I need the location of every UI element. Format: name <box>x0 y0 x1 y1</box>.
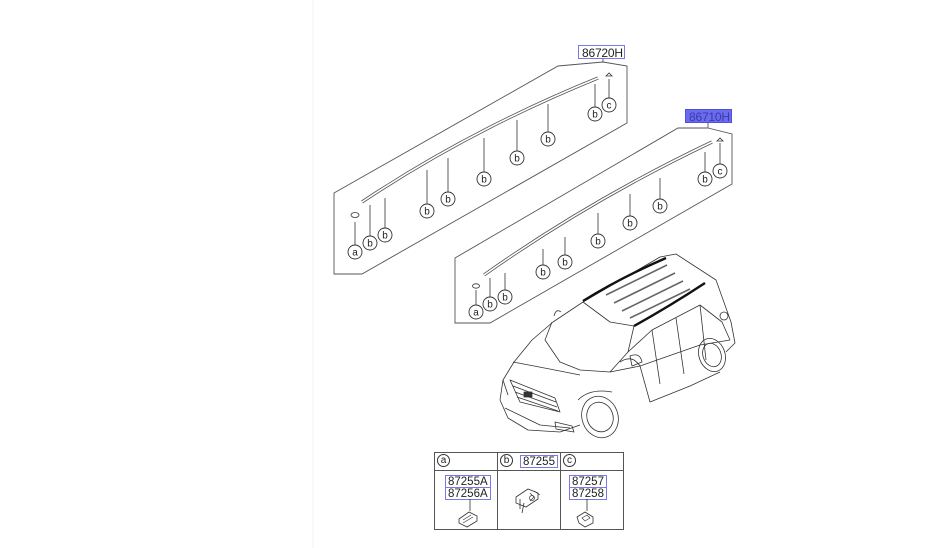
legend-part-87255[interactable]: 87255 <box>520 455 558 468</box>
callout-b: b <box>514 154 520 165</box>
clip-c-icon <box>716 137 724 142</box>
callout-b: b <box>545 135 551 146</box>
callout-b: b <box>562 258 568 269</box>
left-rail-callouts <box>347 97 617 260</box>
left-roof-rail <box>361 76 599 204</box>
legend-key-b: b <box>500 454 513 467</box>
clip-c-icon <box>605 72 613 77</box>
clip-a-icon <box>472 283 480 289</box>
callout-b: b <box>424 207 430 218</box>
callout-c: c <box>607 101 612 112</box>
part-label-86720H[interactable]: 86720H <box>578 45 625 60</box>
callout-a: a <box>473 308 479 319</box>
legend-part-87258[interactable]: 87258 <box>569 487 607 500</box>
clip-c-part-icon <box>576 499 594 528</box>
callout-b: b <box>382 231 388 242</box>
right-roof-rail <box>483 140 713 277</box>
legend-part-87255A[interactable]: 87255A <box>445 475 491 488</box>
callout-c: c <box>718 167 723 178</box>
legend-key-c: c <box>563 454 576 467</box>
callout-b: b <box>481 175 487 186</box>
callout-b: b <box>595 237 601 248</box>
left-rail-leaders <box>354 79 610 245</box>
legend-part-87256A[interactable]: 87256A <box>445 487 491 500</box>
legend-key-a: a <box>437 454 450 467</box>
callout-b: b <box>367 239 373 250</box>
legend-cell-b: b 87255 <box>498 453 561 529</box>
left-rail-panel <box>333 54 628 275</box>
callout-b: b <box>540 268 546 279</box>
callout-a: a <box>352 248 358 259</box>
right-rail-callouts <box>468 163 728 320</box>
clip-b-part-icon <box>515 488 541 514</box>
clip-a-part-icon <box>458 499 478 528</box>
legend-cell-a: a 87255A 87256A <box>435 453 498 529</box>
legend-cell-c: c 87257 87258 <box>561 453 623 529</box>
callout-b: b <box>627 219 633 230</box>
callout-b: b <box>445 195 451 206</box>
callout-b: b <box>657 202 663 213</box>
callout-b: b <box>502 293 508 304</box>
part-label-86710H[interactable]: 86710H <box>685 109 732 124</box>
callout-b: b <box>702 175 708 186</box>
fastener-legend-table: a 87255A 87256A b 87255 c 87257 87258 <box>434 452 624 530</box>
callout-b: b <box>592 110 598 121</box>
clip-a-icon <box>350 212 360 218</box>
right-rail-leaders <box>475 143 721 305</box>
callout-b: b <box>487 300 493 311</box>
suv-illustration <box>499 253 736 439</box>
